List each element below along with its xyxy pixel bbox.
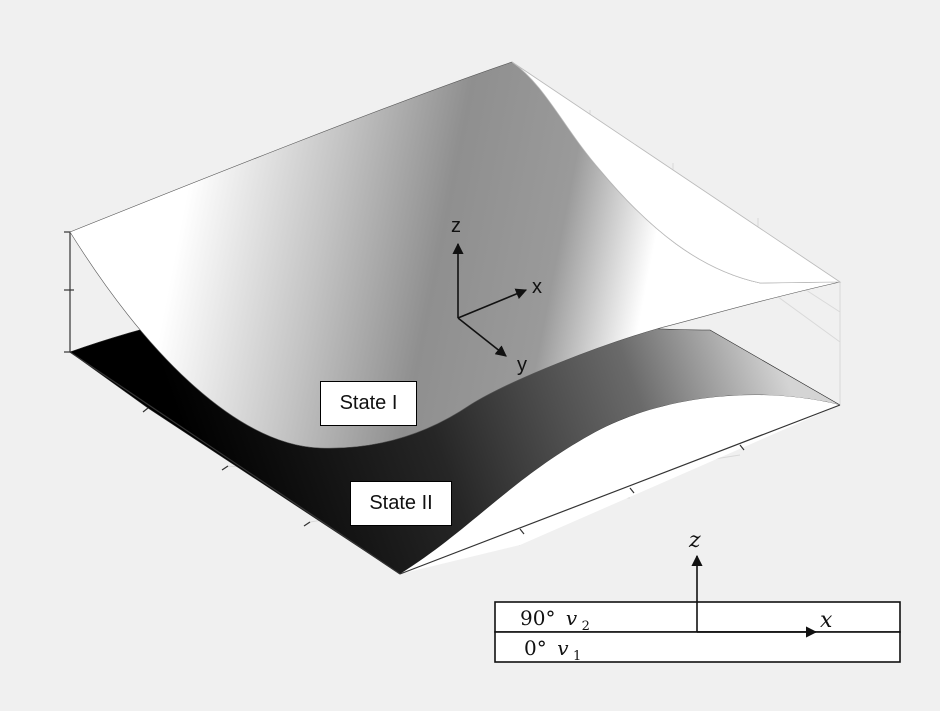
triad-x-arrow [457,288,528,319]
state-1-surface [69,61,841,449]
triad-y-label: y [517,354,527,376]
xy-axis-frame [69,351,841,575]
triad-z-label: z [451,215,461,237]
ply-90-label: 90° v 2 [520,606,590,634]
laminate-schematic: z x 90° v 2 0° v 1 [494,528,901,664]
triad-x-label: x [532,276,542,298]
ply-0-label: 0° v 1 [524,636,581,664]
state-2-underside [400,395,840,574]
laminate-z-label: z [688,528,701,553]
state-2-label: State II [350,481,452,526]
laminate-x-label: x [820,608,833,633]
state-1-side-sheet [511,61,842,284]
z-axis-frame [64,231,74,353]
coordinate-triad [452,242,528,357]
triad-y-arrow [457,317,507,357]
ply-0-box [494,631,901,663]
state-1-label: State I [320,381,417,426]
